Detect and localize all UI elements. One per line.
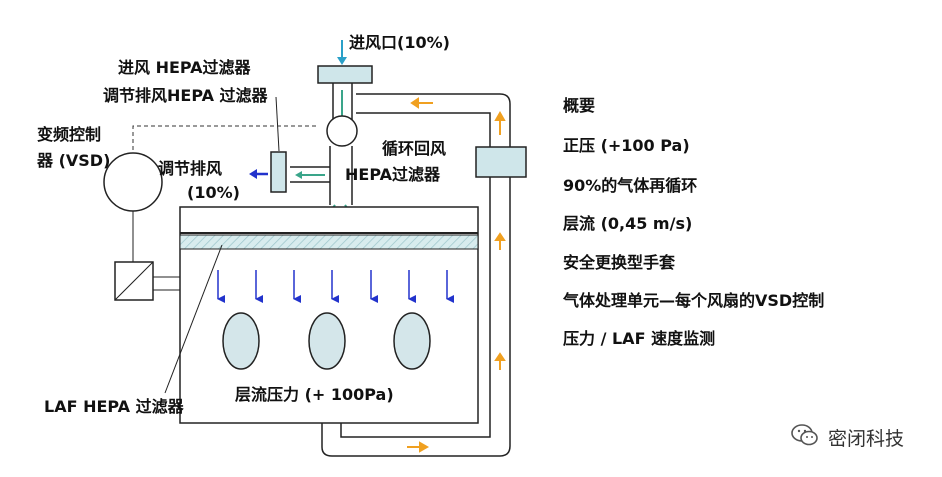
laf-filter-pointer [164,244,223,394]
exhaust-label-line2: (10%) [187,183,240,202]
exhaust-filter-pointer [275,96,280,152]
recirc-filter-label-line1: 循环回风 [382,139,446,158]
fan [326,115,358,147]
exhaust-airflow-arrow [295,171,325,179]
exhaust-filter-label: 调节排风HEPA 过滤器 [103,86,269,105]
inlet-arrow [337,40,347,65]
glove-port-right [393,312,431,370]
summary-item: 90%的气体再循环 [563,176,698,195]
summary-item: 层流 (0,45 m/s) [563,214,693,233]
glove-port-left [222,312,260,370]
vsd-control-line [132,125,318,150]
watermark-text: 密闭科技 [828,428,905,450]
summary-item: 压力 / LAF 速度监测 [563,329,716,348]
laf-hepa-filter [179,234,479,250]
summary-item: 气体处理单元—每个风扇的VSD控制 [563,291,825,310]
summary-heading: 概要 [563,96,596,115]
summary-item: 正压 (+100 Pa) [563,136,690,155]
laf-filter-label: LAF HEPA 过滤器 [44,397,185,416]
vsd-unit [103,152,163,212]
glove-port-center [308,312,346,370]
exhaust-label-line1: 调节排风 [158,159,222,178]
vsd-label-line1: 变频控制 [37,125,101,144]
intake-duct [332,83,353,120]
summary-item: 安全更换型手套 [563,253,676,272]
intake-hepa-filter [317,65,373,84]
recirculation-duct [321,93,511,457]
intake-filter-label: 进风 HEPA过滤器 [118,58,252,77]
laminar-downflow-arrows [217,270,454,303]
recirculation-filter [475,146,527,178]
vsd-label-line2: 器 (VSD) [36,151,110,170]
exhaust-hepa-filter [270,151,287,193]
wechat-icon [791,424,818,446]
exhaust-out-arrow [249,169,268,179]
laminar-pressure-label: 层流压力 (+ 100Pa) [235,385,394,404]
recirculation-arrows [407,97,506,453]
exhaust-duct [290,166,330,183]
inlet-label: 进风口(10%) [349,33,450,52]
fan-outlet [329,146,353,205]
recirc-filter-label-line2: HEPA过滤器 [345,165,441,184]
